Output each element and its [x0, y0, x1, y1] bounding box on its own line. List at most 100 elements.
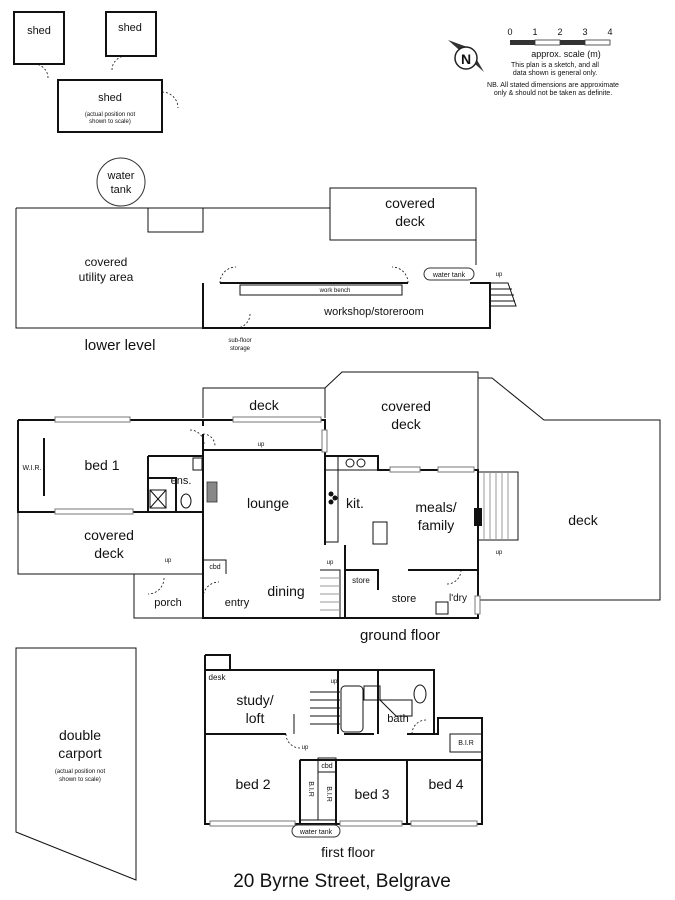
cbd-first-box [317, 757, 337, 773]
water-tank-label-2: tank [111, 184, 132, 196]
right-deck-label: deck [568, 512, 599, 528]
utility-area-label-1: covered [85, 255, 128, 269]
covered-deck-lower-outline [329, 187, 477, 241]
cbd-ground-label: cbd [209, 564, 220, 571]
ground-floor-label: ground floor [360, 627, 440, 644]
utility-area-outline [15, 207, 330, 329]
covered-deck-lower-label-2: deck [395, 213, 426, 229]
meals-label-2: family [418, 517, 455, 533]
main-house-walls [202, 450, 479, 619]
first-top-wall [230, 669, 435, 734]
carport-label-1: double [59, 727, 101, 743]
kitchen-island [372, 521, 388, 545]
work-bench-rect [239, 284, 403, 296]
scale-note-2: data shown is general only. [513, 70, 597, 77]
bath-basin-icon [363, 685, 381, 701]
covered-deck-left-label-1: covered [84, 527, 134, 543]
bathtub-icon [340, 685, 364, 733]
entry-door [202, 581, 220, 599]
water-tank-circle [96, 157, 146, 207]
ground-floor: deck covered deck deck W.I.R. [17, 371, 661, 644]
shed-large-label: shed [98, 92, 122, 104]
bed3-label: bed 3 [354, 786, 389, 802]
bath-walls [337, 670, 379, 734]
scale-seg-3 [560, 40, 585, 45]
first-floor-label: first floor [321, 844, 375, 860]
top-deck-label: deck [249, 397, 280, 413]
lower-water-tank-badge [423, 267, 475, 281]
first-water-tank-label: water tank [299, 829, 333, 836]
workshop-door-left [219, 266, 237, 284]
lower-water-tank-label: water tank [432, 272, 466, 279]
scale-seg-2 [534, 39, 561, 46]
scale-note-1: This plan is a sketch, and all [511, 62, 599, 69]
kitchen-side-bench [324, 469, 339, 543]
first-up-label-2: up [302, 745, 309, 751]
first-stairs [293, 691, 340, 734]
covered-deck-top-label-2: deck [391, 416, 422, 432]
covered-deck-top-label-1: covered [381, 398, 431, 414]
lower-open-edges [203, 207, 477, 265]
bed2-window [209, 820, 296, 827]
cooktop-burner-2-icon [328, 499, 334, 505]
scale-seg-1 [510, 40, 535, 45]
cbd-first-label: cbd [321, 763, 332, 770]
ground-deck-outlines [202, 371, 661, 601]
study-label-1: study/ [236, 692, 273, 708]
ground-up-label-4: up [496, 550, 503, 556]
bed4-label: bed 4 [428, 776, 463, 792]
first-water-tank-badge [291, 824, 341, 838]
carport-label-2: carport [58, 745, 102, 761]
shed-right-label: shed [118, 22, 142, 34]
covered-deck-left-label-2: deck [94, 545, 125, 561]
heater-icon [474, 508, 482, 526]
dining-label: dining [267, 583, 304, 599]
shed-note-line1: (actual position not [85, 112, 136, 118]
compass: N [448, 40, 484, 72]
scale-bar: 0 1 2 3 4 approx. scale (m) This plan is… [487, 27, 619, 97]
ground-up-label-1: up [258, 442, 265, 448]
bed1-window-bottom [54, 508, 134, 515]
sink-bowl-1-icon [345, 458, 355, 468]
first-up-label-1: up [331, 679, 338, 685]
workshop-door-right [391, 266, 409, 284]
store-small-label: store [352, 576, 370, 585]
cooktop-burner-3-icon [332, 495, 338, 501]
subfloor-label-1: sub-floor [228, 338, 251, 344]
property-address: 20 Byrne Street, Belgrave [233, 871, 451, 892]
scale-seg-4 [584, 39, 611, 46]
bed1-label: bed 1 [84, 457, 119, 473]
carport-note-2: shown to scale) [59, 777, 101, 783]
lower-stairs-up: up [496, 272, 503, 278]
shower-cross [149, 489, 167, 509]
carport-outline [15, 647, 137, 881]
kitchen-label: kit. [346, 495, 364, 511]
bath-label: bath [387, 713, 408, 725]
wir-label: W.I.R. [22, 465, 41, 472]
bed1-door-swing [189, 429, 205, 445]
bed2-label: bed 2 [235, 776, 270, 792]
workshop-walls [202, 282, 491, 329]
bir-left-label: B.I.R [307, 781, 314, 797]
bir-right-label: B.I.R [325, 786, 332, 802]
lower-level-label: lower level [85, 337, 156, 354]
shed-left-door [33, 63, 49, 79]
first-floor: double carport (actual position not show… [15, 647, 483, 881]
work-bench-label: work bench [319, 288, 351, 294]
study-label-2: loft [246, 710, 265, 726]
scale-tick-0: 0 [507, 27, 512, 37]
lower-level: water tank covered deck covered utility … [15, 157, 517, 354]
laundry-window [474, 595, 481, 615]
cbd-box [203, 559, 227, 574]
laundry-door [446, 569, 462, 585]
scale-label: approx. scale (m) [531, 49, 601, 59]
kitchen-sink-bench [337, 455, 379, 471]
bed1-top-wall [18, 419, 326, 451]
ground-up-label-3: up [327, 560, 334, 566]
toilet-icon [180, 493, 192, 509]
meals-window-1 [389, 466, 421, 473]
bir-bed4-label: B.I.R [458, 740, 474, 747]
scale-tick-3: 3 [582, 27, 587, 37]
desk-label: desk [209, 673, 227, 682]
